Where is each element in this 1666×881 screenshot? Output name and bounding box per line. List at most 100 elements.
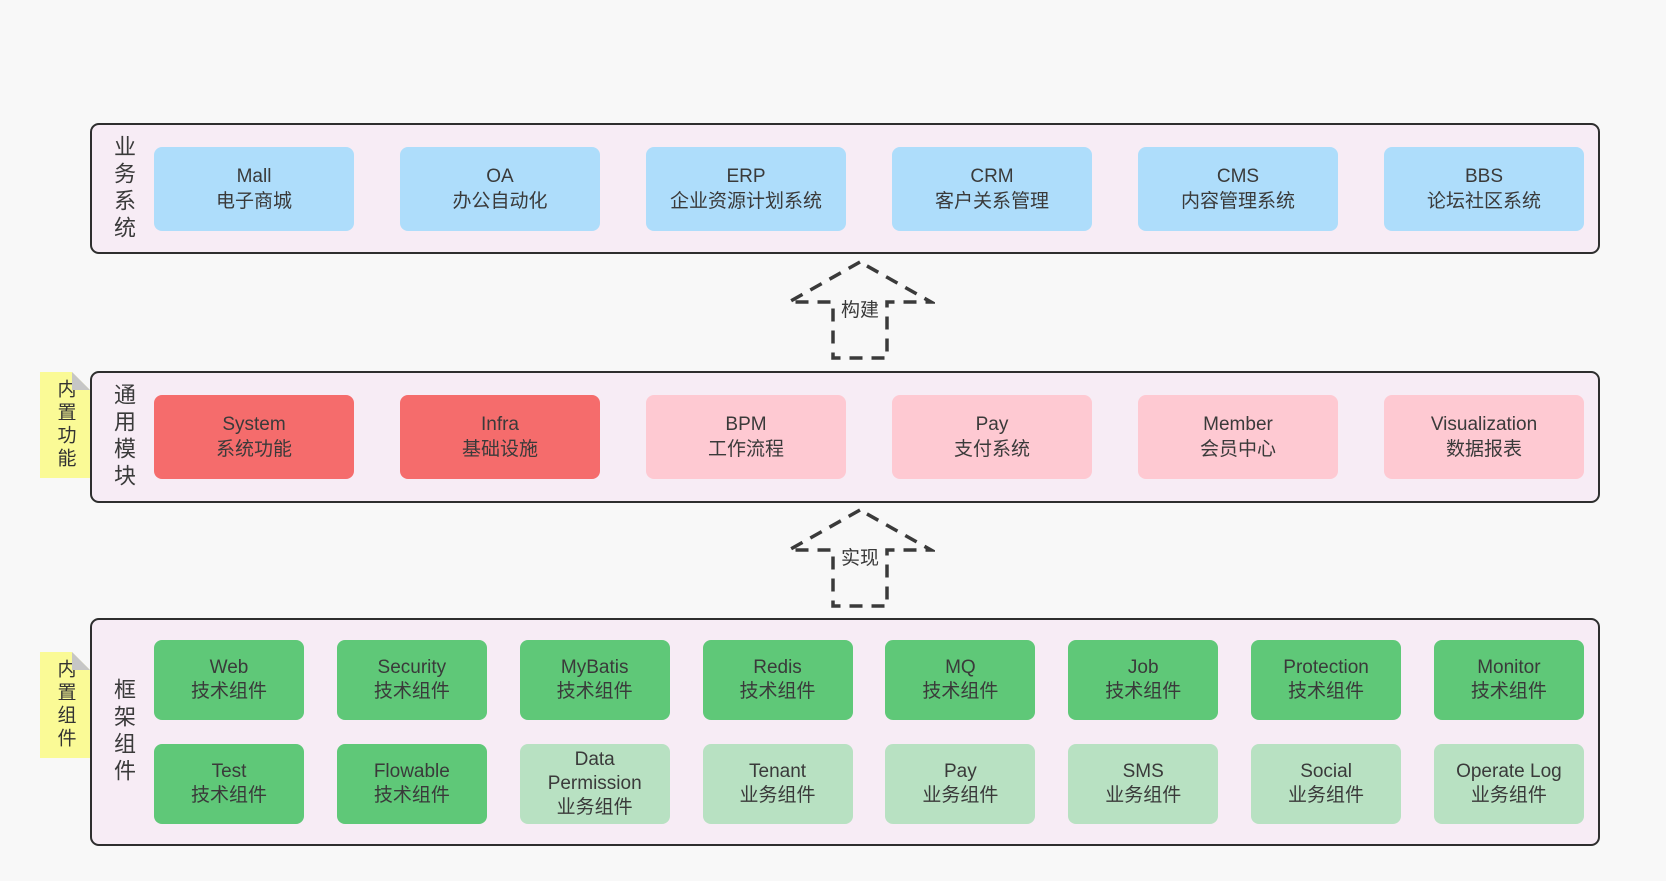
box-title: Visualization bbox=[1430, 414, 1538, 435]
box-title: OA bbox=[486, 165, 514, 187]
build-arrow: 构建 bbox=[785, 258, 935, 362]
box-title: CMS bbox=[1216, 165, 1260, 187]
implement-arrow-label: 实现 bbox=[837, 542, 883, 571]
box-title: Test bbox=[211, 761, 247, 782]
box-subtitle: 技术组件 bbox=[190, 681, 267, 702]
box-subtitle: 电子商城 bbox=[215, 190, 292, 212]
module-box-flowable: Flowable 技术组件 bbox=[336, 744, 487, 824]
up-arrow-icon bbox=[785, 507, 935, 608]
box-subtitle: 业务组件 bbox=[1105, 785, 1182, 806]
module-box-infra: Infra 基础设施 bbox=[400, 395, 600, 479]
sticky-fold-icon bbox=[72, 372, 90, 390]
layer-components-label: 框架组件 bbox=[111, 678, 136, 786]
box-subtitle: 业务组件 bbox=[922, 785, 999, 806]
box-subtitle: 业务组件 bbox=[556, 797, 633, 818]
box-subtitle: 内容管理系统 bbox=[1180, 190, 1295, 212]
box-subtitle: 数据报表 bbox=[1445, 439, 1522, 460]
box-title: Web bbox=[209, 657, 249, 678]
sticky-fold-icon bbox=[72, 652, 90, 670]
module-box-operate-log: Operate Log 业务组件 bbox=[1433, 744, 1584, 824]
sticky-note-builtin-features: 内置功能 bbox=[40, 372, 90, 478]
box-title: Member bbox=[1203, 414, 1273, 435]
box-title: Job bbox=[1127, 657, 1159, 678]
module-box-sms: SMS 业务组件 bbox=[1068, 744, 1219, 824]
box-title: Infra bbox=[480, 414, 520, 435]
box-subtitle: 技术组件 bbox=[1470, 681, 1547, 702]
module-box-mall: Mall 电子商城 bbox=[154, 146, 354, 231]
module-box-security: Security 技术组件 bbox=[336, 640, 487, 720]
box-subtitle: 技术组件 bbox=[922, 681, 999, 702]
box-title: Tenant bbox=[749, 761, 807, 782]
module-box-cms: CMS 内容管理系统 bbox=[1138, 146, 1338, 231]
implement-arrow: 实现 bbox=[785, 506, 935, 610]
up-arrow-icon bbox=[785, 259, 935, 360]
box-subtitle: 论坛社区系统 bbox=[1426, 190, 1541, 212]
box-subtitle: 技术组件 bbox=[1288, 681, 1365, 702]
layer-modules-label: 通用模块 bbox=[111, 383, 136, 491]
module-box-tenant: Tenant 业务组件 bbox=[702, 744, 853, 824]
box-subtitle: 业务组件 bbox=[1288, 785, 1365, 806]
box-subtitle: 支付系统 bbox=[953, 439, 1030, 460]
module-box-test: Test 技术组件 bbox=[154, 744, 304, 824]
box-title: MyBatis bbox=[560, 657, 629, 678]
build-arrow-label: 构建 bbox=[837, 294, 883, 323]
module-box-member: Member 会员中心 bbox=[1138, 395, 1338, 479]
module-box-data-permission: Data Permission 业务组件 bbox=[519, 744, 670, 824]
box-subtitle: 技术组件 bbox=[190, 785, 267, 806]
layer-business-label: 业务系统 bbox=[111, 134, 136, 243]
box-title: Flowable bbox=[373, 761, 450, 782]
box-subtitle: 技术组件 bbox=[739, 681, 816, 702]
sticky-note-text: 内置组件 bbox=[54, 659, 76, 751]
box-subtitle: 基础设施 bbox=[461, 439, 538, 460]
box-title: Mall bbox=[236, 165, 272, 187]
box-subtitle: 技术组件 bbox=[556, 681, 633, 702]
box-subtitle: 工作流程 bbox=[707, 439, 784, 460]
box-title: ERP bbox=[726, 165, 766, 187]
layer-components-label-wrap: 框架组件 bbox=[92, 620, 154, 844]
box-title: SMS bbox=[1122, 761, 1164, 782]
layer-business-systems: 业务系统 Mall 电子商城 OA 办公自动化 ERP 企业资源计划系统 CRM 客户关系管理… bbox=[90, 123, 1600, 254]
box-subtitle: 技术组件 bbox=[373, 785, 450, 806]
layer-business-rows: Mall 电子商城 OA 办公自动化 ERP 企业资源计划系统 CRM 客户关系管理 CMS 内容… bbox=[154, 125, 1598, 252]
box-subtitle: 业务组件 bbox=[739, 785, 816, 806]
box-title: Protection bbox=[1283, 657, 1369, 678]
box-title: Redis bbox=[753, 657, 802, 678]
module-box-redis: Redis 技术组件 bbox=[702, 640, 853, 720]
box-title: Operate Log bbox=[1456, 761, 1562, 782]
box-subtitle: 客户关系管理 bbox=[934, 190, 1049, 212]
module-box-bbs: BBS 论坛社区系统 bbox=[1384, 146, 1584, 231]
box-title: Security bbox=[377, 657, 447, 678]
layer-modules-label-wrap: 通用模块 bbox=[92, 373, 154, 501]
box-subtitle: 技术组件 bbox=[373, 681, 450, 702]
box-subtitle: 会员中心 bbox=[1199, 439, 1276, 460]
box-title: BBS bbox=[1464, 165, 1504, 187]
module-box-erp: ERP 企业资源计划系统 bbox=[646, 146, 846, 231]
box-title: Data Permission bbox=[547, 749, 642, 794]
module-box-system: System 系统功能 bbox=[154, 395, 354, 479]
module-box-mybatis: MyBatis 技术组件 bbox=[519, 640, 670, 720]
box-title: CRM bbox=[970, 165, 1014, 187]
module-box-job: Job 技术组件 bbox=[1068, 640, 1219, 720]
box-subtitle: 业务组件 bbox=[1470, 785, 1547, 806]
box-subtitle: 技术组件 bbox=[1105, 681, 1182, 702]
box-title: System bbox=[222, 414, 286, 435]
module-box-social: Social 业务组件 bbox=[1251, 744, 1402, 824]
module-box-crm: CRM 客户关系管理 bbox=[892, 146, 1092, 231]
box-subtitle: 系统功能 bbox=[215, 439, 292, 460]
box-title: Social bbox=[1300, 761, 1352, 782]
box-subtitle: 企业资源计划系统 bbox=[669, 190, 822, 212]
box-subtitle: 办公自动化 bbox=[452, 190, 548, 212]
